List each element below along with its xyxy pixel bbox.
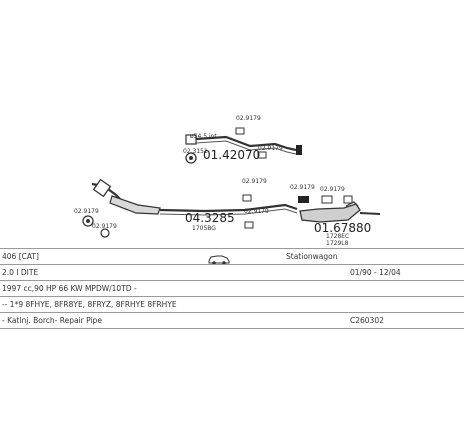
table-divider	[0, 296, 464, 297]
hanger-icon	[298, 196, 309, 203]
label: ø54.5 int	[190, 133, 217, 140]
part-number-rear-silencer: 01.67880	[314, 221, 371, 235]
front-pipe-assembly	[82, 178, 298, 238]
table-divider	[0, 280, 464, 281]
engine-codes: -- 1*9 8FHYE, 8FR8YE, 8FRYZ, 8FRHYE 8FRH…	[2, 300, 177, 309]
car-icon	[208, 255, 230, 265]
catalyst-note: - Katlnj. Borch- Repair Pipe	[2, 316, 102, 325]
label: 1729L8	[326, 240, 349, 247]
label: 02.9179	[74, 208, 99, 215]
label: 02.3151	[183, 148, 208, 155]
label: 1705BG	[192, 225, 216, 232]
reference-code: C260302	[350, 316, 384, 325]
clamp-icon	[235, 127, 245, 135]
hanger-icon	[321, 195, 333, 204]
date-range: 01/90 - 12/04	[350, 268, 401, 277]
engine: 2.0 I DITE	[2, 268, 39, 277]
table-divider	[0, 312, 464, 313]
hanger-icon	[343, 195, 353, 204]
label: 1728EC	[326, 233, 349, 240]
table-divider	[0, 264, 464, 265]
rear-pipe-flange	[185, 134, 197, 145]
rear-pipe-end	[296, 145, 302, 155]
clamp-icon	[244, 221, 254, 229]
rear-pipe-assembly	[185, 127, 302, 164]
label: 02.9179	[236, 115, 261, 122]
catalyst-flange-icon	[92, 178, 112, 198]
clamp-icon	[242, 194, 252, 202]
clamp-icon	[257, 151, 267, 159]
silencer-icon	[299, 203, 361, 223]
nut-icon	[100, 228, 110, 238]
label: 02.9179	[320, 186, 345, 193]
part-number-rear-pipe: 01.42070	[203, 148, 260, 162]
catalyst-icon	[109, 195, 161, 215]
exhaust-diagram: 02.9179 ø54.5 int 02.3151 02.9179 01.420…	[74, 115, 381, 247]
table-divider	[0, 328, 464, 329]
label: 02.9179	[244, 208, 269, 215]
rear-silencer-assembly	[298, 195, 381, 223]
label: 02.9179	[242, 178, 267, 185]
table-divider	[0, 248, 464, 249]
part-number-front-pipe: 04.3285	[185, 211, 235, 225]
label: 02.9179	[258, 145, 283, 152]
engine-spec: 1997 cc,90 HP 66 KW MPDW/10TD -	[2, 284, 137, 293]
label: 02.9179	[92, 223, 117, 230]
label: 02.9179	[290, 184, 315, 191]
body-type: Stationwagon	[286, 252, 338, 261]
model: 406 [CAT]	[2, 252, 39, 261]
